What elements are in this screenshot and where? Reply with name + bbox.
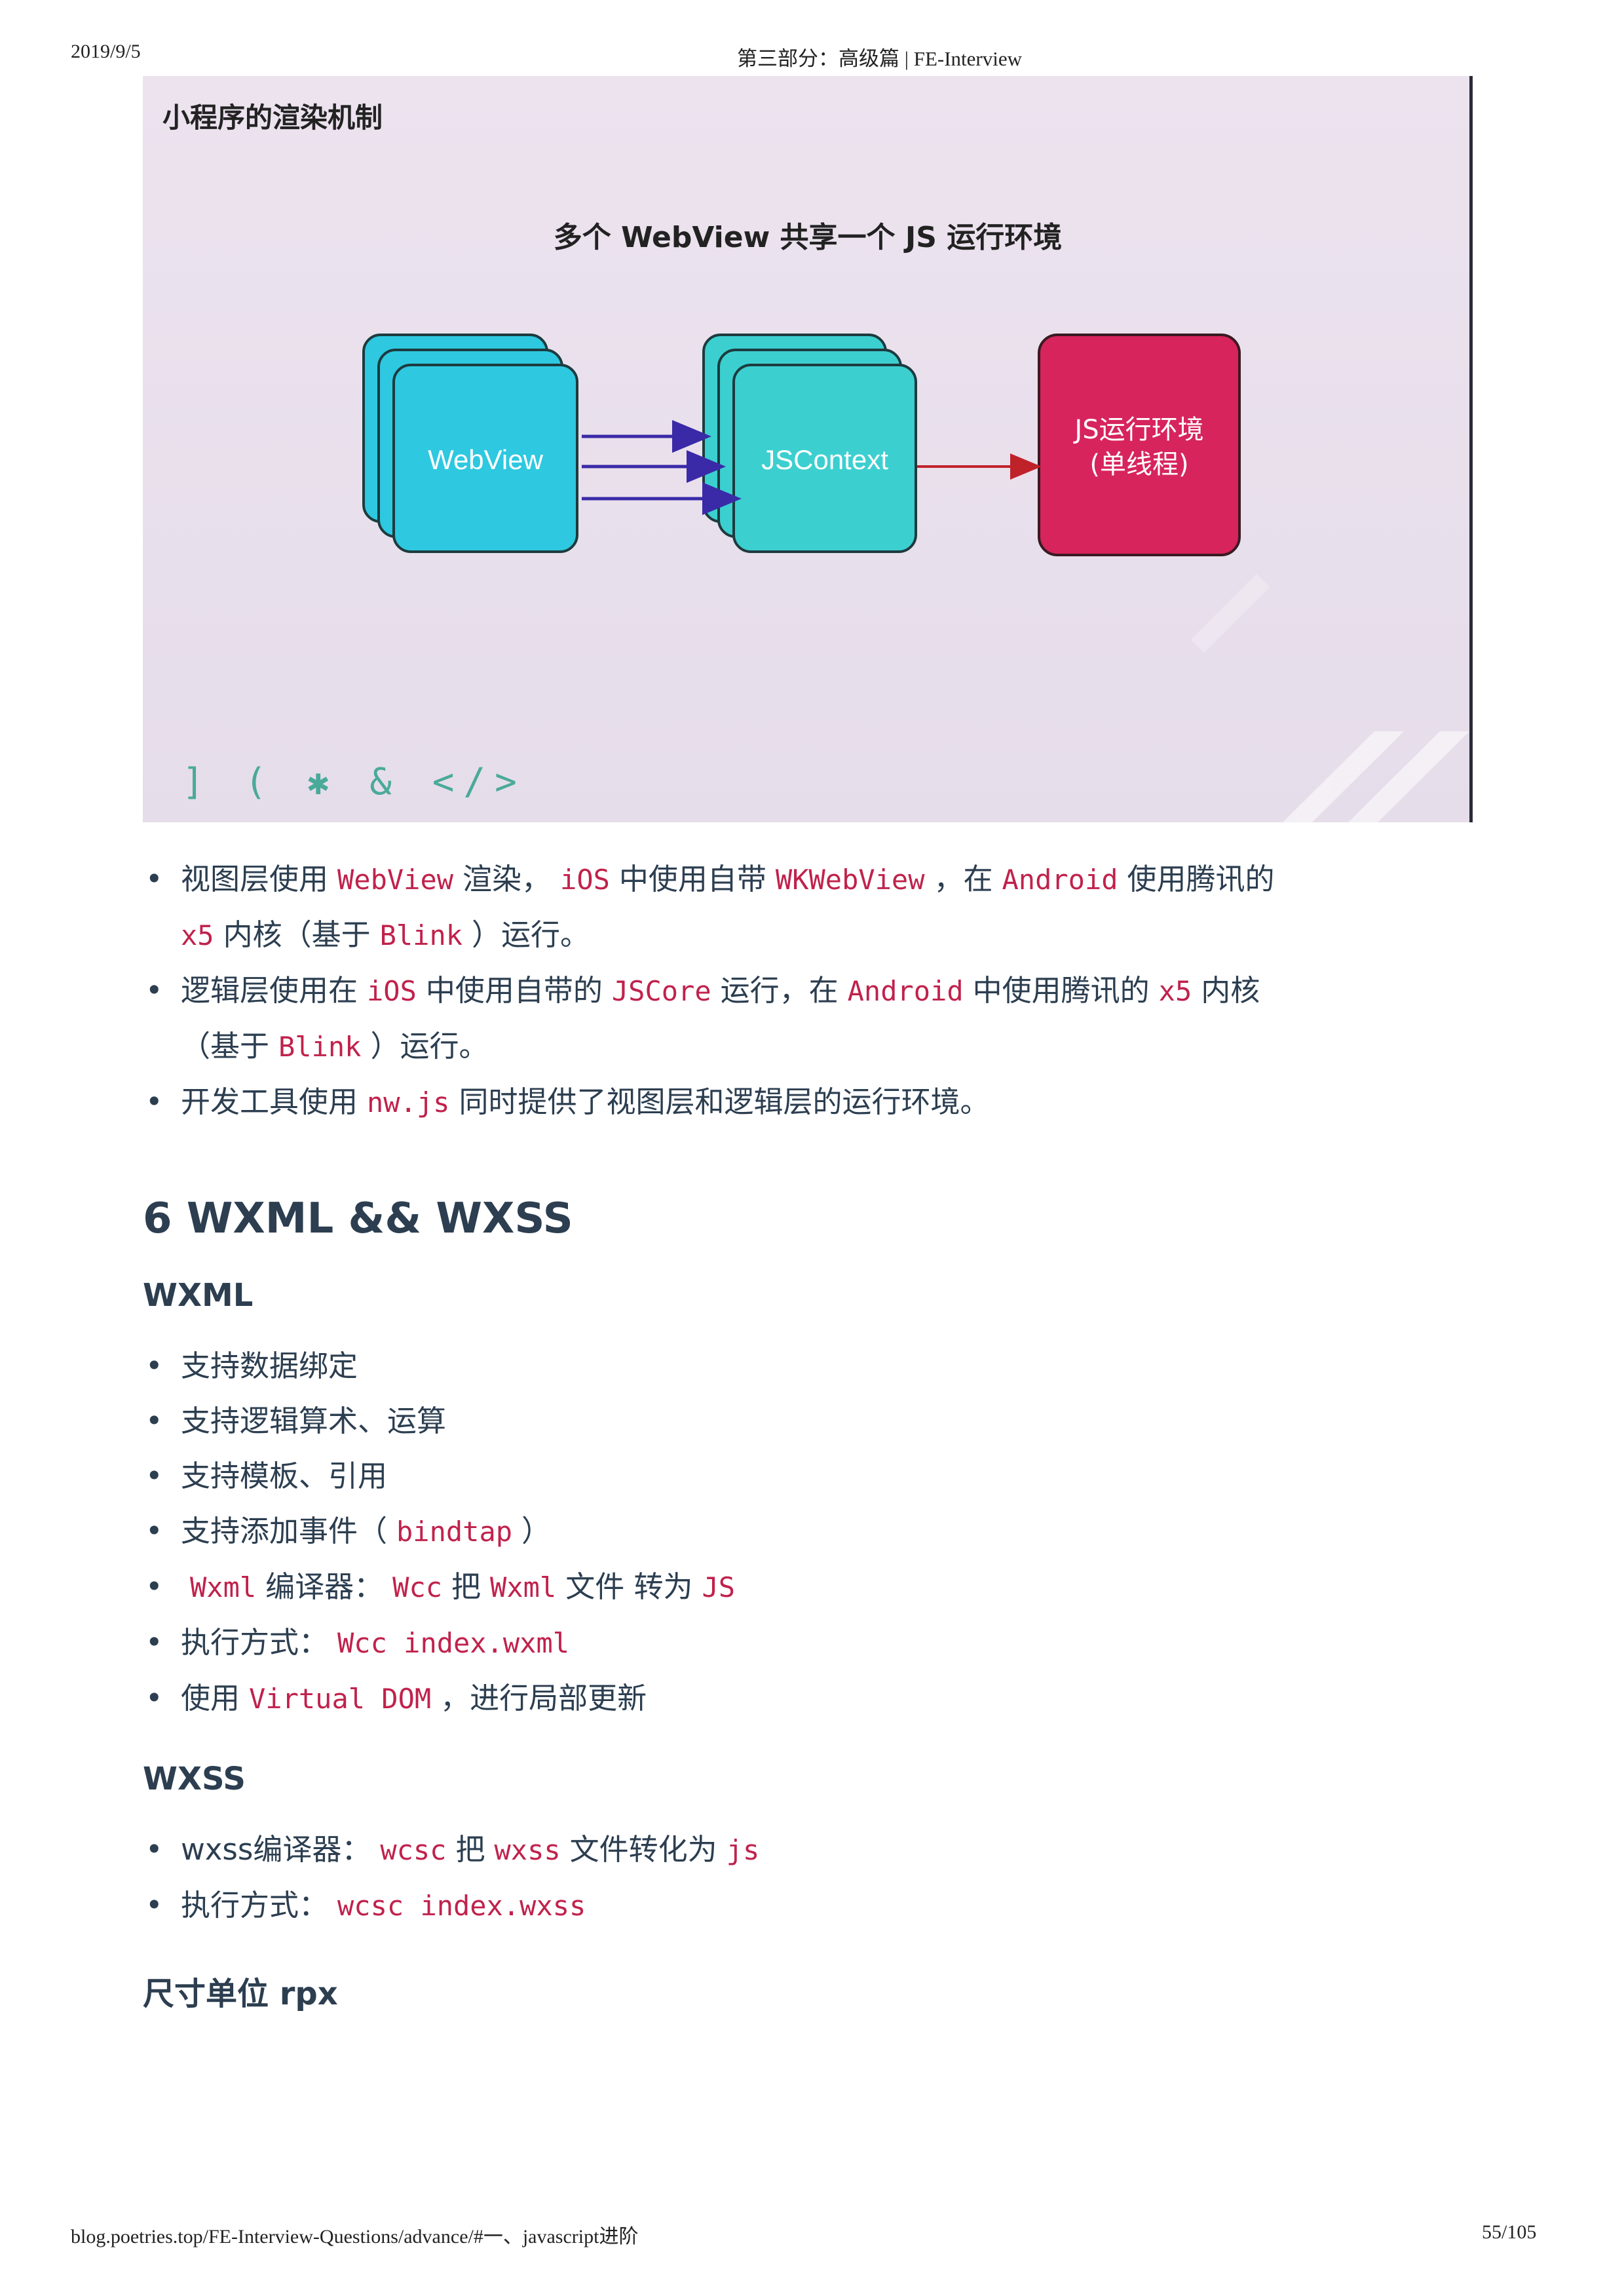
- jscontext-label: JSContext: [761, 444, 888, 475]
- list-item: 逻辑层使用在iOS中使用自带的JSCore运行，在Android中使用腾讯的x5…: [143, 963, 1473, 1075]
- webview-jscontext-diagram: WebView JSContext JS运行环境 (单线程): [362, 334, 1469, 822]
- main-content: 视图层使用WebView渲染，iOS中使用自带WKWebView，在Androi…: [143, 852, 1473, 2014]
- webview-label: WebView: [428, 444, 544, 475]
- page-number: 55/105: [1482, 2221, 1537, 2243]
- list-item: 执行方式：Wcc index.wxml: [143, 1615, 1473, 1671]
- rendering-mechanism-slide: 小程序的渲染机制 多个 WebView 共享一个 JS 运行环境 WebView…: [143, 76, 1473, 822]
- footer-url: blog.poetries.top/FE-Interview-Questions…: [71, 2226, 639, 2248]
- list-item: 支持数据绑定: [143, 1339, 1473, 1394]
- runtime-label-line1: JS运行环境: [1072, 415, 1203, 445]
- header-title: 第三部分：高级篇 | FE-Interview: [737, 47, 1022, 70]
- list-item: 支持逻辑算术、运算: [143, 1394, 1473, 1449]
- decorative-chevrons: [1283, 731, 1469, 822]
- list-item: 执行方式：wcsc index.wxss: [143, 1878, 1473, 1934]
- slide-title: 小程序的渲染机制: [162, 102, 383, 134]
- runtime-label-line2: (单线程): [1089, 450, 1188, 480]
- js-runtime-box: JS运行环境 (单线程): [1038, 334, 1241, 556]
- slide-footer-glyphs: ] ( ✱ & </>: [182, 761, 526, 803]
- wxml-list: 支持数据绑定 支持逻辑算术、运算 支持模板、引用 支持添加事件（bindtap）…: [143, 1339, 1473, 1727]
- render-notes-list: 视图层使用WebView渲染，iOS中使用自带WKWebView，在Androi…: [143, 852, 1473, 1130]
- section-heading: 6 WXML && WXSS: [143, 1195, 573, 1243]
- list-item: 视图层使用WebView渲染，iOS中使用自带WKWebView，在Androi…: [143, 852, 1473, 963]
- wxml-heading: WXML: [143, 1277, 254, 1314]
- jscontext-stack: JSContext: [702, 334, 917, 553]
- wxss-heading: WXSS: [143, 1761, 246, 1797]
- webview-stack: WebView: [362, 334, 578, 553]
- header-date: 2019/9/5: [71, 41, 141, 62]
- slide-subtitle: 多个 WebView 共享一个 JS 运行环境: [553, 221, 1063, 254]
- list-item: 支持添加事件（bindtap）: [143, 1504, 1473, 1559]
- list-item: 支持模板、引用: [143, 1449, 1473, 1504]
- decorative-chevrons-light: [1191, 574, 1270, 653]
- rpx-heading: 尺寸单位 rpx: [143, 1976, 338, 2012]
